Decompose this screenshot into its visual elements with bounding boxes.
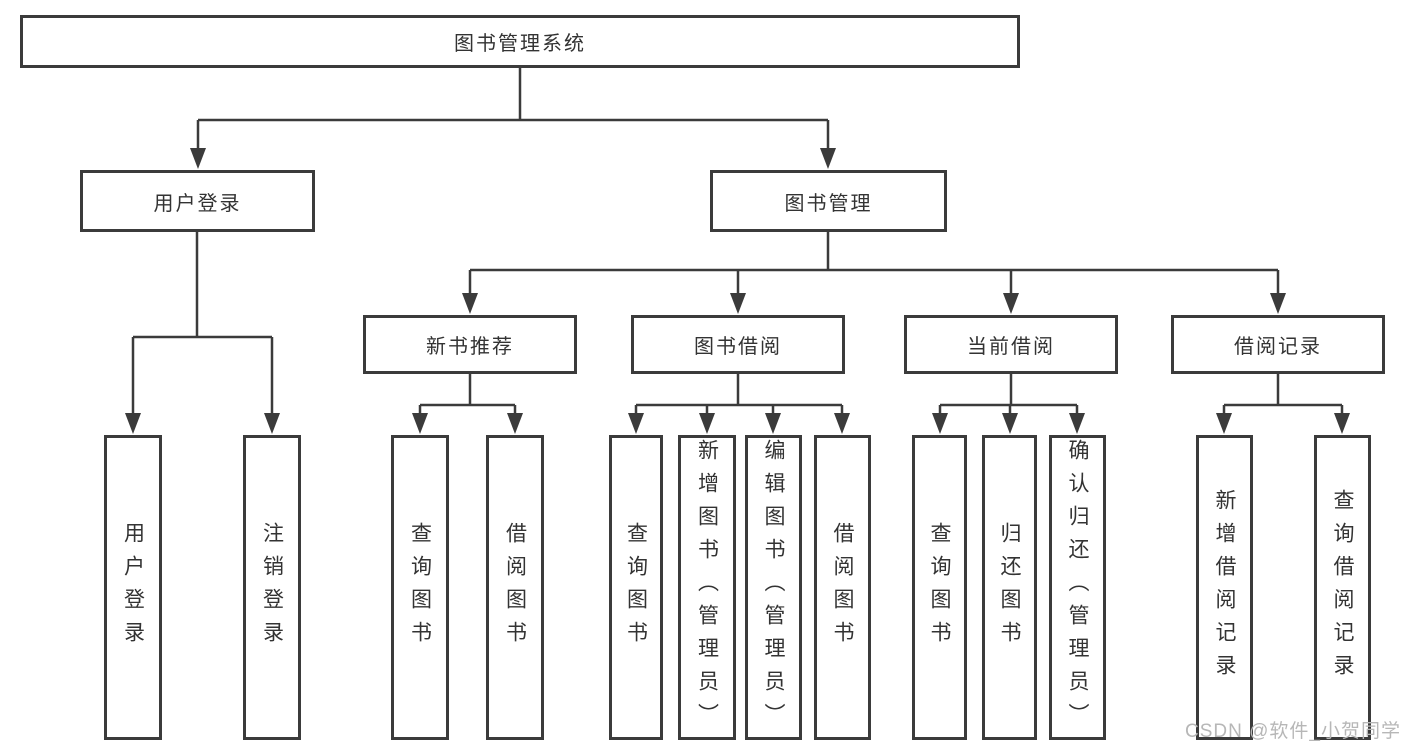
node-book-borrowing: 图书借阅 <box>631 315 845 374</box>
leaf-records-add-record: 新增借阅记录 <box>1196 435 1253 740</box>
leaf-current-confirm-return-admin: 确认归还（管理员） <box>1049 435 1106 740</box>
leaf-user-login: 用户登录 <box>104 435 162 740</box>
node-book-management: 图书管理 <box>710 170 947 232</box>
node-current-borrowing: 当前借阅 <box>904 315 1118 374</box>
leaf-borrow-query-books: 查询图书 <box>609 435 663 740</box>
leaf-current-return-books: 归还图书 <box>982 435 1037 740</box>
leaf-records-query-record: 查询借阅记录 <box>1314 435 1371 740</box>
leaf-logout: 注销登录 <box>243 435 301 740</box>
node-borrowing-records: 借阅记录 <box>1171 315 1385 374</box>
leaf-newrec-borrow-books: 借阅图书 <box>486 435 544 740</box>
node-root-library-system: 图书管理系统 <box>20 15 1020 68</box>
leaf-borrow-add-book-admin: 新增图书（管理员） <box>678 435 736 740</box>
leaf-borrow-borrow-books: 借阅图书 <box>814 435 871 740</box>
csdn-watermark: CSDN @软件_小贺同学 <box>1185 721 1401 742</box>
leaf-current-query-books: 查询图书 <box>912 435 967 740</box>
leaf-newrec-query-books: 查询图书 <box>391 435 449 740</box>
leaf-borrow-edit-book-admin: 编辑图书（管理员） <box>745 435 802 740</box>
node-new-book-recommend: 新书推荐 <box>363 315 577 374</box>
node-user-login: 用户登录 <box>80 170 315 232</box>
